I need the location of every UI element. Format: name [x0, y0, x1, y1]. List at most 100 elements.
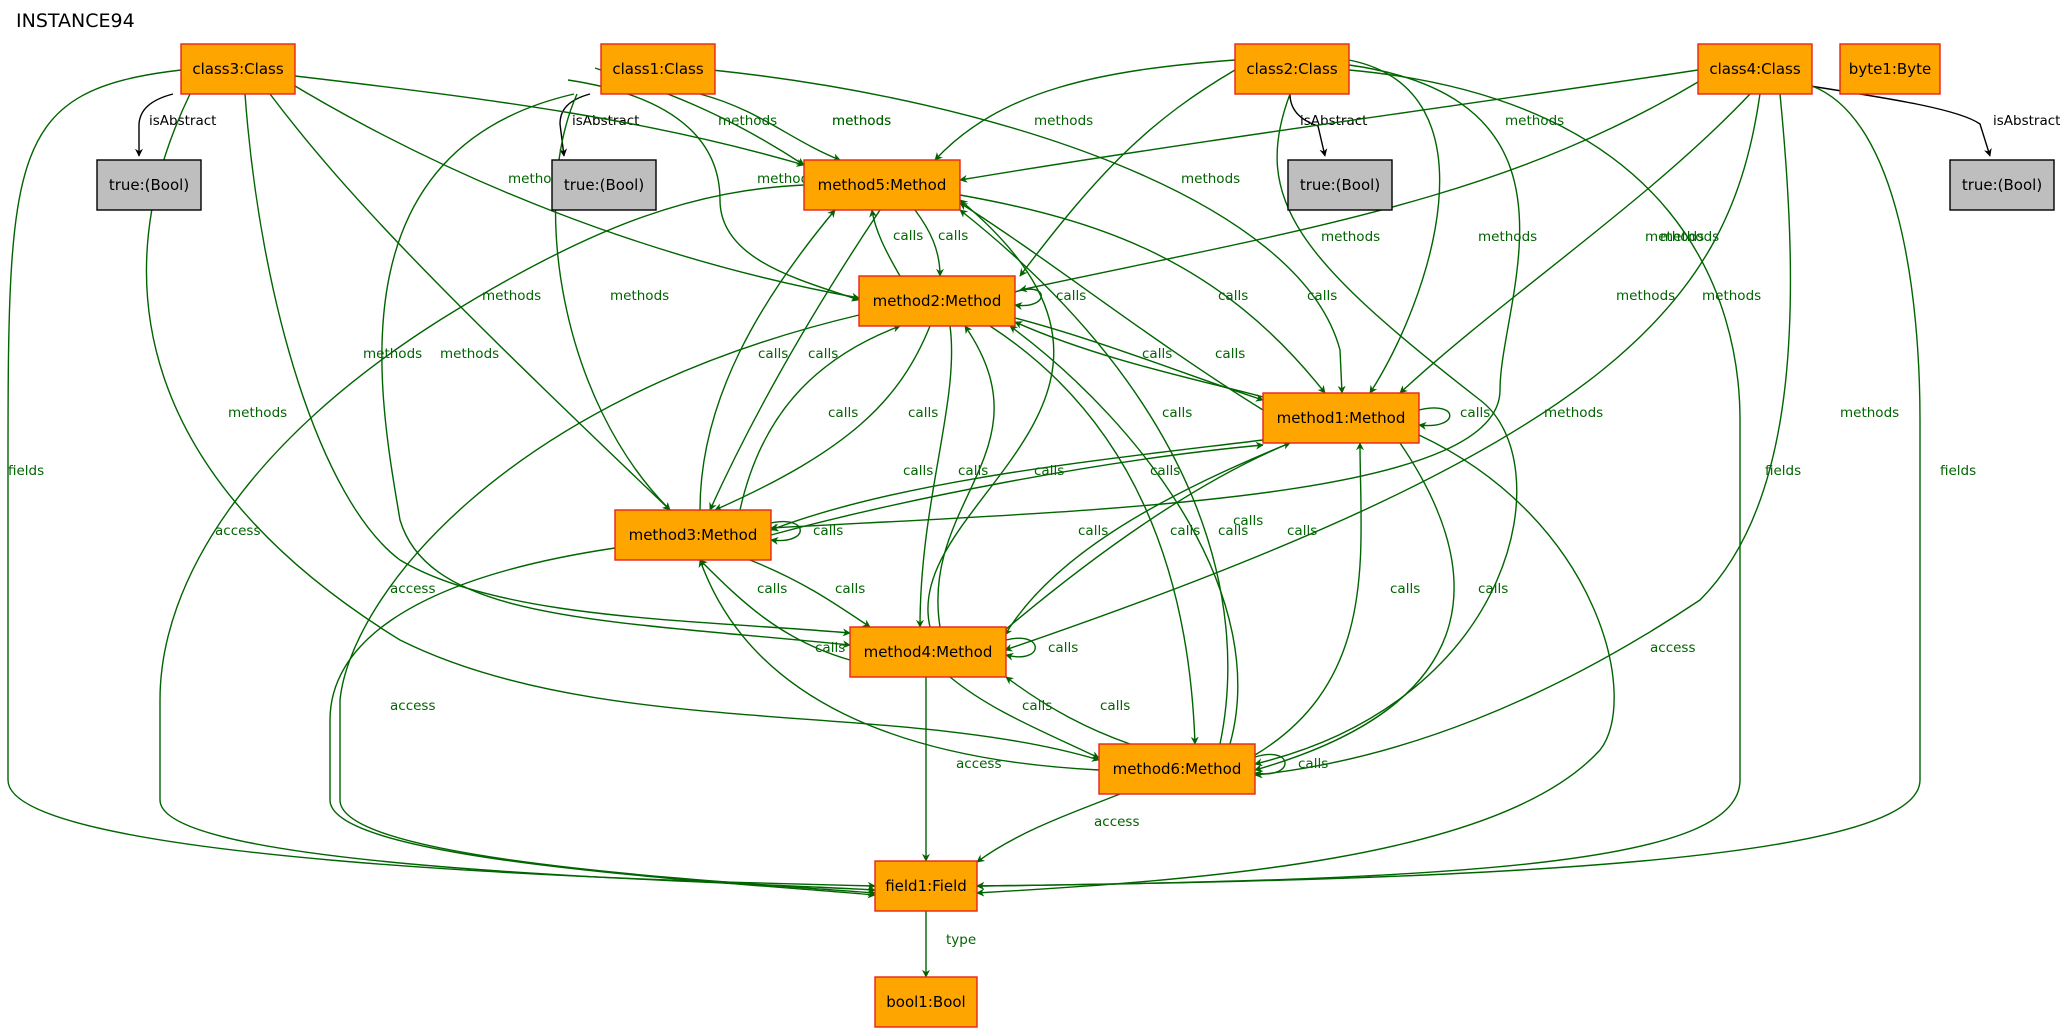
- edge-class1-method5: methods: [699, 93, 891, 162]
- edge-label: calls: [1218, 523, 1248, 539]
- node-method1[interactable]: method1:Method: [1262, 392, 1420, 444]
- node-method6[interactable]: method6:Method: [1098, 743, 1256, 795]
- edge-label: fields: [8, 463, 44, 479]
- edge-label: methods: [363, 346, 422, 362]
- node-box[interactable]: [1697, 43, 1813, 95]
- node-label: method4:Method: [864, 643, 993, 661]
- node-true2[interactable]: true:(Bool): [1287, 159, 1393, 211]
- node-class3[interactable]: class3:Class: [180, 43, 296, 95]
- node-true4[interactable]: true:(Bool): [1949, 159, 2055, 211]
- edge-line: [949, 676, 1100, 759]
- node-box[interactable]: [180, 43, 296, 95]
- node-box[interactable]: [96, 159, 202, 211]
- edge-line: [1014, 317, 1264, 402]
- node-field1[interactable]: field1:Field: [874, 860, 978, 912]
- edge-method3-method4: calls: [749, 559, 871, 628]
- node-box[interactable]: [614, 509, 772, 561]
- node-box[interactable]: [1262, 392, 1420, 444]
- node-method2[interactable]: method2:Method: [858, 275, 1016, 327]
- edge-label: calls: [835, 581, 865, 597]
- edge-class3-method5: methods: [294, 75, 805, 167]
- edge-line: [1254, 442, 1455, 772]
- edge-label: methods: [1505, 113, 1564, 129]
- edge-method3-method3: calls: [770, 521, 843, 545]
- edge-class1-method1: methods: [711, 69, 1380, 394]
- edge-line: [709, 209, 881, 511]
- edge-label: calls: [1215, 346, 1245, 362]
- node-box[interactable]: [1949, 159, 2055, 211]
- edge-method5-method2: calls: [914, 209, 968, 277]
- node-byte1[interactable]: byte1:Byte: [1839, 43, 1941, 95]
- edge-class4-field1: fields: [976, 85, 1976, 890]
- node-true3[interactable]: true:(Bool): [96, 159, 202, 211]
- edge-line: [135, 93, 174, 157]
- edge-line: [976, 434, 1615, 897]
- edge-line: [698, 559, 1100, 771]
- node-box[interactable]: [849, 626, 1007, 678]
- edge-class1-method4: methods: [381, 93, 851, 649]
- edge-method3-method2: calls: [739, 324, 901, 511]
- node-box[interactable]: [551, 159, 657, 211]
- node-box[interactable]: [874, 860, 978, 912]
- edge-line: [959, 202, 1264, 411]
- node-class4[interactable]: class4:Class: [1697, 43, 1813, 95]
- node-box[interactable]: [1234, 43, 1350, 95]
- node-box[interactable]: [1839, 43, 1941, 95]
- node-label: class2:Class: [1246, 60, 1337, 78]
- edge-method2-method6: calls: [989, 325, 1248, 745]
- node-box[interactable]: [1287, 159, 1393, 211]
- edge-label: access: [390, 581, 436, 597]
- edge-line: [1254, 93, 1518, 767]
- edge-label: methods: [832, 113, 891, 129]
- node-bool1[interactable]: bool1:Bool: [874, 976, 978, 1028]
- edge-line: [1005, 676, 1131, 745]
- edge-class2-field1: fields: [976, 69, 1801, 890]
- node-method3[interactable]: method3:Method: [614, 509, 772, 561]
- edge-method4-method2: calls: [937, 325, 995, 628]
- node-method4[interactable]: method4:Method: [849, 626, 1007, 678]
- edge-label: calls: [1298, 756, 1328, 772]
- edge-label: calls: [903, 463, 933, 479]
- edge-line: [976, 85, 1921, 890]
- edge-method2-method1: calls: [1014, 317, 1264, 402]
- node-method5[interactable]: method5:Method: [803, 159, 961, 211]
- node-class1[interactable]: class1:Class: [600, 43, 716, 95]
- edge-method6-method6: calls: [1254, 753, 1328, 779]
- edge-line: [1254, 442, 1365, 756]
- edge-label: fields: [1765, 463, 1801, 479]
- node-box[interactable]: [600, 43, 716, 95]
- edge-line: [1019, 69, 1236, 277]
- node-true1[interactable]: true:(Bool): [551, 159, 657, 211]
- edge-label: type: [946, 932, 976, 948]
- edge-class2-method1: methods: [1348, 59, 1537, 394]
- edge-line: [159, 184, 876, 894]
- edge-line: [959, 194, 1326, 394]
- edge-method4-method4: calls: [1005, 637, 1078, 661]
- edge-label: methods: [1660, 229, 1719, 245]
- edge-label: calls: [938, 228, 968, 244]
- edge-method3-method1: calls: [770, 441, 1264, 536]
- edge-line: [1809, 85, 1992, 157]
- node-class2[interactable]: class2:Class: [1234, 43, 1350, 95]
- edge-method2-method3: calls: [714, 325, 938, 511]
- node-label: class3:Class: [192, 60, 283, 78]
- node-box[interactable]: [858, 275, 1016, 327]
- edge-method6-method4: calls: [1005, 676, 1131, 745]
- edge-label: calls: [1142, 346, 1172, 362]
- edge-line: [976, 69, 1741, 890]
- edge-line: [145, 93, 1100, 762]
- node-label: bool1:Bool: [886, 993, 965, 1011]
- edge-method6-method1: calls: [1254, 442, 1420, 756]
- edge-label: methods: [718, 113, 777, 129]
- node-box[interactable]: [803, 159, 961, 211]
- edge-label: calls: [1150, 463, 1180, 479]
- edge-label: calls: [1218, 288, 1248, 304]
- node-box[interactable]: [1098, 743, 1256, 795]
- edge-method3-method5: calls: [699, 209, 836, 511]
- edge-label: methods: [1478, 229, 1537, 245]
- node-box[interactable]: [874, 976, 978, 1028]
- edge-label: calls: [958, 463, 988, 479]
- node-label: true:(Bool): [1300, 176, 1380, 194]
- edge-class3-method6: methods: [145, 93, 1100, 762]
